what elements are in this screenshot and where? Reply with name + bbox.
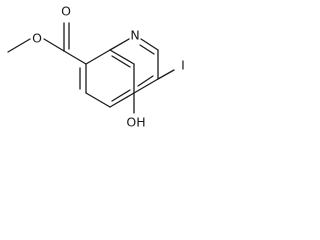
ring-bond-c3-c4-inner — [137, 75, 154, 87]
ring-bond-c4a-c8a — [109, 49, 135, 65]
ring-bond-c7-c6 — [85, 92, 111, 108]
ring-bond-n1-c2-inner — [139, 44, 155, 55]
ring-nitrogen-label: N — [130, 28, 139, 43]
methyl-bond — [7, 38, 31, 53]
ester-oxygen-label: O — [32, 31, 42, 46]
carbonyl-oxygen-label: O — [61, 4, 71, 19]
ring-bond-c3-c4 — [133, 78, 159, 94]
chemical-structure: O O N I OH — [7, 4, 185, 130]
ring-bond-n1-c2 — [140, 38, 159, 51]
carboxyl-ring-bond — [63, 50, 87, 65]
ester-o-bond — [43, 38, 65, 52]
ring-bond-c4a-c8a-inner — [111, 55, 131, 68]
ring-bond-c8a-c8 — [85, 49, 111, 65]
ring-bond-c6-c5 — [109, 92, 135, 108]
iodine-label: I — [181, 58, 185, 73]
iodine-bond — [157, 69, 175, 80]
hydroxyl-label: OH — [126, 115, 145, 130]
ring-bond-c6-c5-inner — [111, 89, 131, 102]
ring-bond-c8a-n1 — [109, 38, 130, 51]
